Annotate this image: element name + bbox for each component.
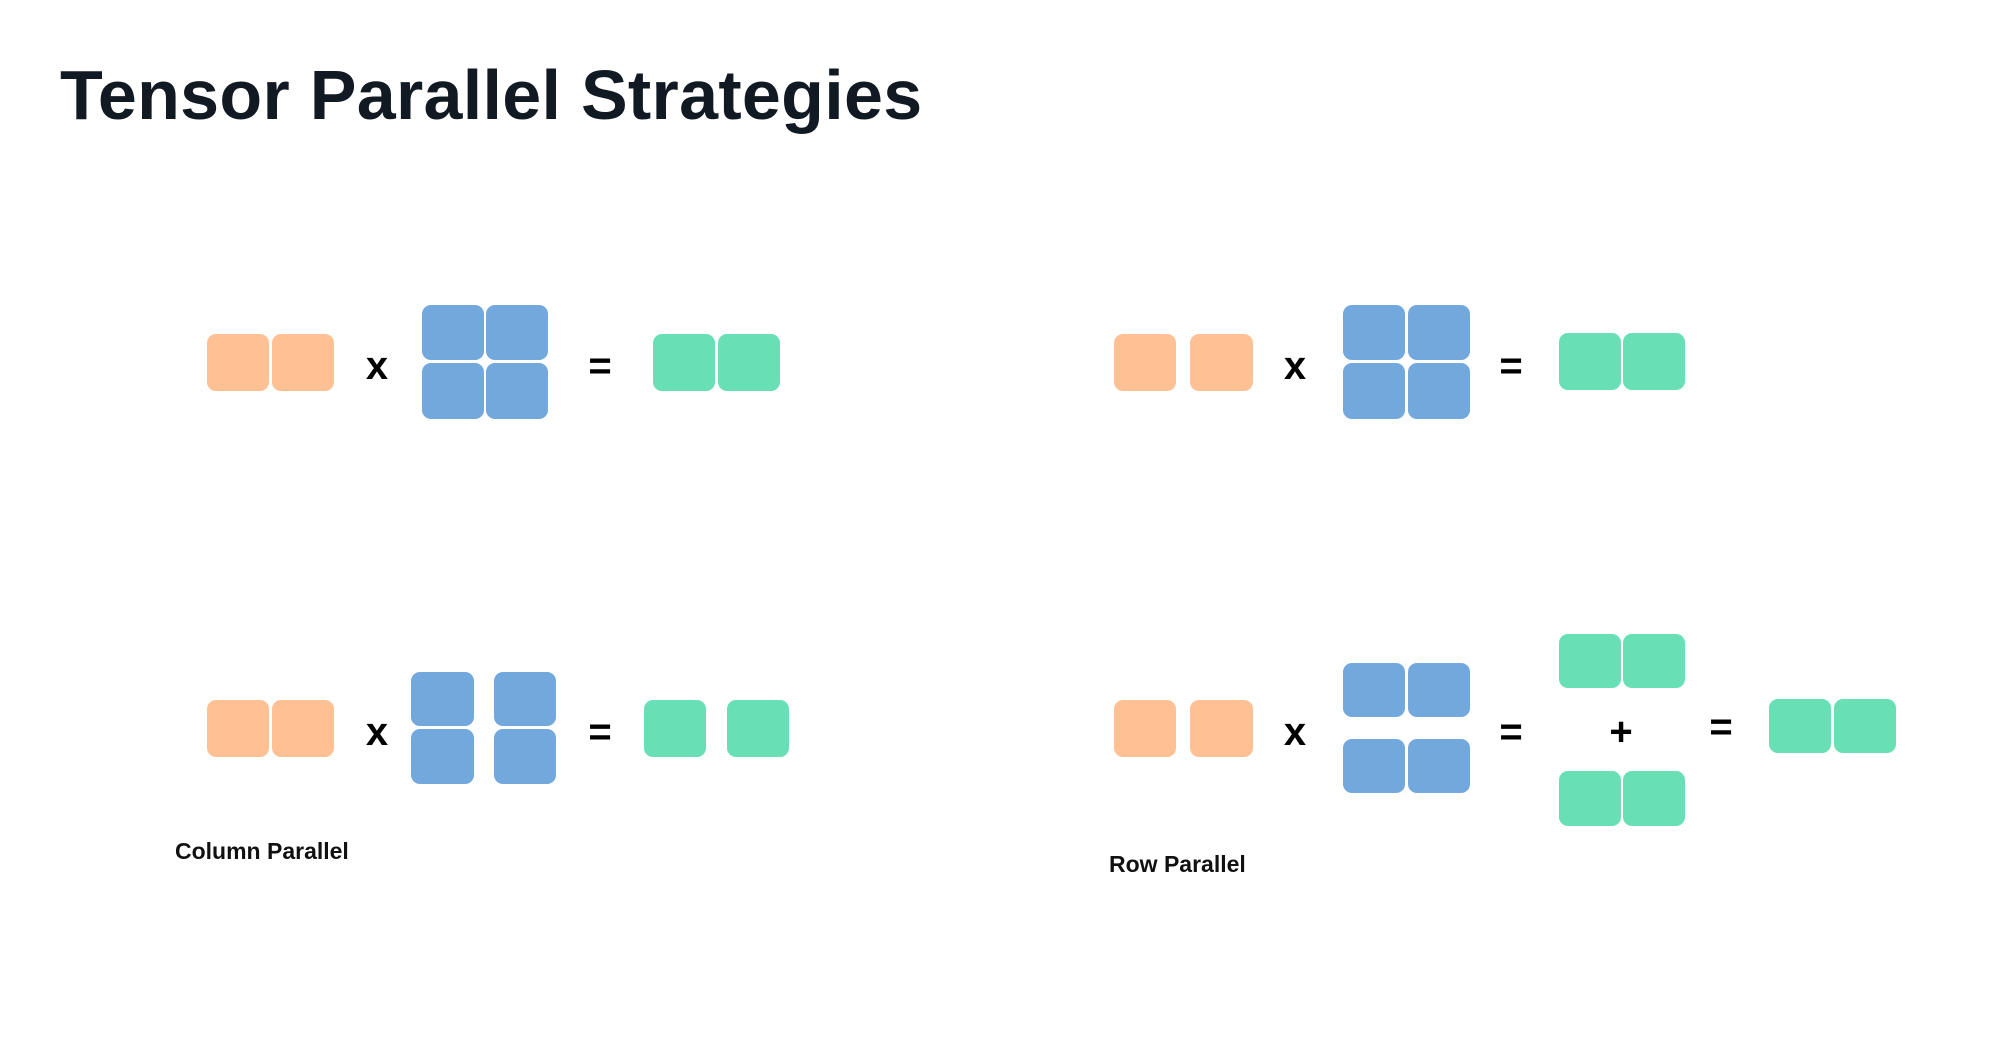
equals-operator: = <box>1499 344 1523 388</box>
input-block <box>207 334 269 391</box>
weight-block <box>411 729 474 784</box>
weight-block <box>494 729 556 784</box>
weight-block <box>422 305 484 360</box>
input-block <box>272 334 334 391</box>
weight-block <box>422 363 484 419</box>
input-block <box>1114 700 1176 757</box>
times-operator: x <box>365 344 389 388</box>
equals-operator: = <box>588 710 612 754</box>
weight-block <box>1408 663 1470 717</box>
input-block <box>272 700 334 757</box>
weight-block <box>411 672 474 726</box>
weight-block <box>494 672 556 726</box>
input-block <box>1190 700 1253 757</box>
output-block <box>727 700 789 757</box>
input-block <box>1190 334 1253 391</box>
equals-operator: = <box>588 344 612 388</box>
output-block <box>718 334 780 391</box>
output-block <box>1559 333 1621 390</box>
plus-operator: + <box>1609 710 1633 754</box>
weight-block <box>1343 363 1405 419</box>
weight-block <box>1408 363 1470 419</box>
column-parallel-label: Column Parallel <box>175 838 349 864</box>
input-block <box>207 700 269 757</box>
output-block <box>1623 333 1685 390</box>
weight-block <box>486 305 548 360</box>
output-block <box>1769 699 1831 753</box>
times-operator: x <box>1283 344 1307 388</box>
times-operator: x <box>365 710 389 754</box>
output-block <box>1834 699 1896 753</box>
equals-operator: = <box>1499 710 1523 754</box>
equals-operator: = <box>1709 705 1733 749</box>
weight-block <box>1408 739 1470 793</box>
partial-output-block <box>1623 634 1685 688</box>
row-parallel-label: Row Parallel <box>1109 851 1246 877</box>
partial-output-block <box>1559 771 1621 826</box>
output-block <box>653 334 715 391</box>
times-operator: x <box>1283 710 1307 754</box>
output-block <box>644 700 706 757</box>
weight-block <box>1408 305 1470 360</box>
page-title: Tensor Parallel Strategies <box>60 56 923 134</box>
weight-block <box>486 363 548 419</box>
weight-block <box>1343 739 1405 793</box>
partial-output-block <box>1623 771 1685 826</box>
partial-output-block <box>1559 634 1621 688</box>
input-block <box>1114 334 1176 391</box>
weight-block <box>1343 663 1405 717</box>
weight-block <box>1343 305 1405 360</box>
